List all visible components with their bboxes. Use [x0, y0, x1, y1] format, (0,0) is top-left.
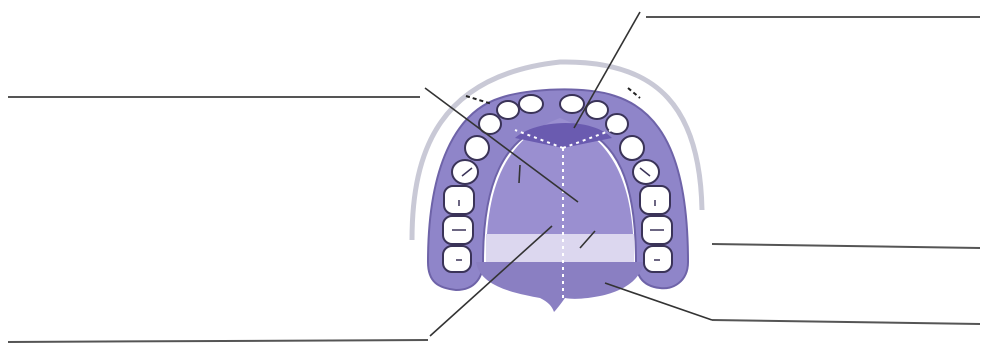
tooth [519, 95, 543, 113]
tooth [620, 136, 644, 160]
tooth [497, 101, 519, 119]
tooth [644, 246, 672, 272]
label-blank-right-middle [712, 244, 980, 248]
tooth [443, 246, 471, 272]
tooth [452, 160, 478, 184]
tooth [465, 136, 489, 160]
leader-line [519, 165, 520, 183]
posterior-palate-band [486, 234, 634, 264]
label-blank-right-lower [712, 320, 980, 324]
label-blank-bottom-left [8, 340, 428, 342]
tooth [586, 101, 608, 119]
tooth [560, 95, 584, 113]
